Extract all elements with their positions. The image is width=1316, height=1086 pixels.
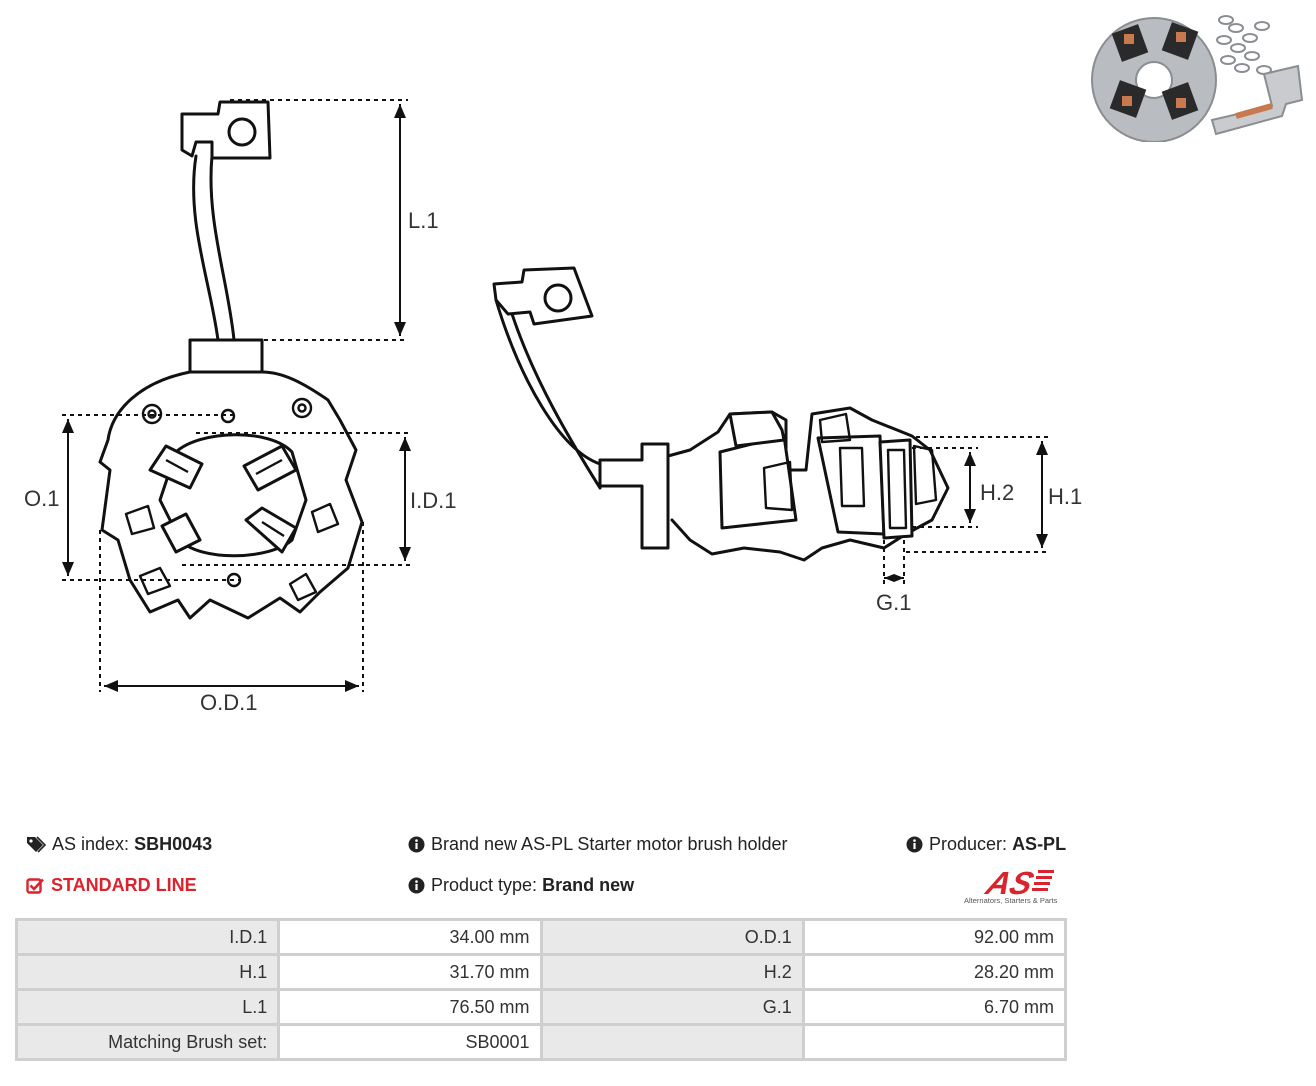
dim-label-o1: O.1 bbox=[24, 486, 59, 511]
dim-label-od1: O.D.1 bbox=[200, 690, 257, 715]
spec-label: H.2 bbox=[539, 953, 805, 991]
technical-drawing: L.1 O.1 I.D.1 O.D.1 bbox=[24, 99, 1082, 715]
tags-icon bbox=[27, 836, 46, 853]
product-line-label: STANDARD LINE bbox=[51, 875, 197, 895]
logo-tagline: Alternators, Starters & Parts bbox=[964, 896, 1058, 905]
as-pl-logo: AS Alternators, Starters & Parts bbox=[964, 864, 1070, 908]
spec-label: L.1 bbox=[14, 988, 281, 1026]
spec-label: G.1 bbox=[539, 988, 805, 1026]
producer: Producer: AS-PL bbox=[906, 834, 1066, 855]
svg-text:AS: AS bbox=[981, 865, 1038, 896]
dim-label-id1: I.D.1 bbox=[410, 488, 456, 513]
product-type-value: Brand new bbox=[542, 875, 635, 895]
spec-value: 6.70 mm bbox=[801, 988, 1068, 1026]
dim-label-l1: L.1 bbox=[408, 208, 439, 233]
description-text: Brand new AS-PL Starter motor brush hold… bbox=[431, 834, 788, 854]
as-logo-mark: AS bbox=[981, 865, 1054, 901]
spec-label: I.D.1 bbox=[14, 918, 281, 956]
side-view: H.2 H.1 G.1 bbox=[492, 266, 1082, 615]
product-type-label: Product type: bbox=[431, 875, 538, 895]
as-index-value: SBH0043 bbox=[134, 834, 213, 854]
dim-label-h1: H.1 bbox=[1048, 484, 1082, 509]
spec-label: H.1 bbox=[14, 953, 281, 991]
info-icon bbox=[408, 836, 425, 853]
spec-value: 31.70 mm bbox=[277, 953, 543, 991]
spec-value bbox=[801, 1023, 1068, 1061]
product-photo[interactable] bbox=[1086, 10, 1308, 142]
as-index-label: AS index: bbox=[52, 834, 130, 854]
info-icon bbox=[408, 877, 425, 894]
spec-label: Matching Brush set: bbox=[14, 1023, 281, 1061]
dim-label-h2: H.2 bbox=[980, 480, 1014, 505]
dim-label-g1: G.1 bbox=[876, 590, 911, 615]
checkbox-checked-icon bbox=[26, 878, 44, 894]
spec-label bbox=[539, 1023, 805, 1061]
producer-label: Producer: bbox=[929, 834, 1008, 854]
info-icon bbox=[906, 836, 923, 853]
product-type: Product type: Brand new bbox=[408, 875, 634, 896]
spec-value: 28.20 mm bbox=[801, 953, 1068, 991]
front-view: L.1 O.1 I.D.1 O.D.1 bbox=[24, 99, 456, 715]
spec-label: O.D.1 bbox=[539, 918, 805, 956]
product-line: STANDARD LINE bbox=[26, 875, 197, 896]
table-row: Matching Brush set:SB0001 bbox=[14, 1023, 1068, 1061]
as-index: AS index: SBH0043 bbox=[26, 834, 212, 855]
spec-value: 92.00 mm bbox=[801, 918, 1068, 956]
product-description: Brand new AS-PL Starter motor brush hold… bbox=[408, 834, 788, 855]
spec-value: 76.50 mm bbox=[277, 988, 543, 1026]
producer-value: AS-PL bbox=[1012, 834, 1067, 854]
spec-value: 34.00 mm bbox=[277, 918, 543, 956]
spec-value: SB0001 bbox=[277, 1023, 543, 1061]
